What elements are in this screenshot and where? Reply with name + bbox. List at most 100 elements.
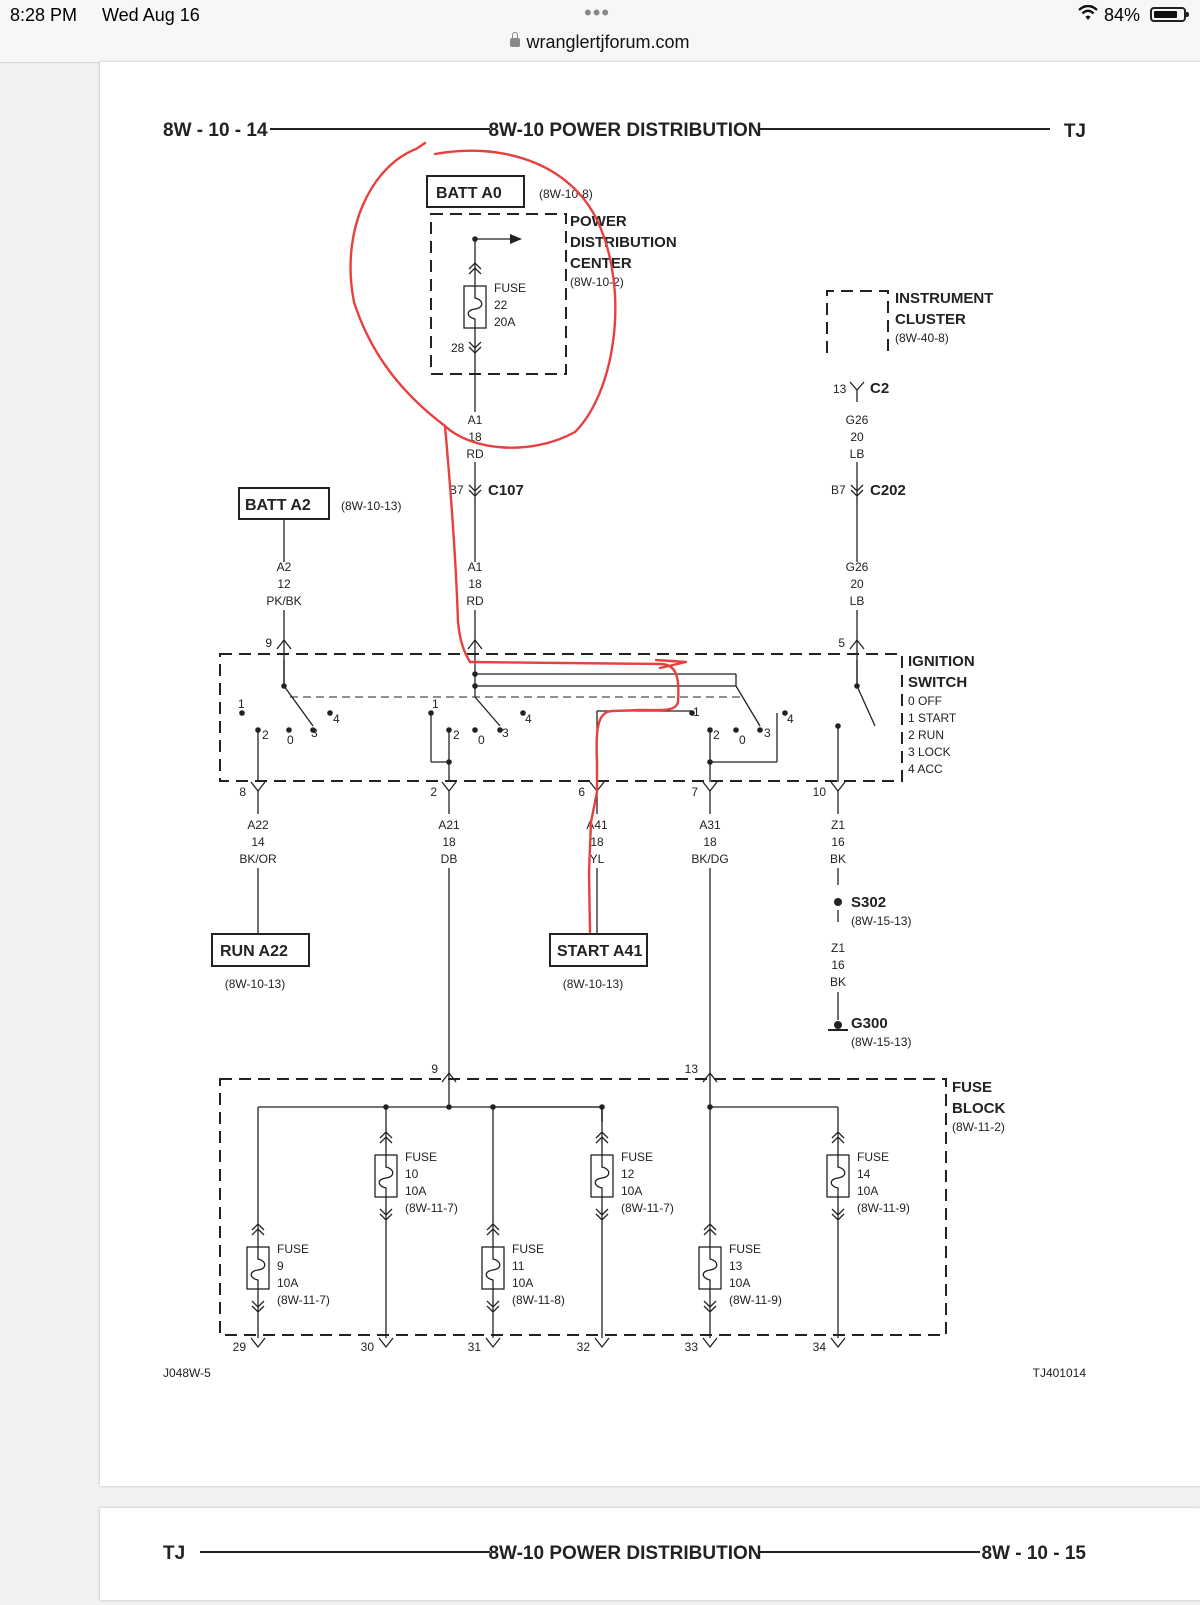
pdc-label-3: CENTER	[570, 255, 632, 272]
fuse-9-label: FUSE	[277, 1242, 309, 1256]
fuse-9-ref: (8W-11-7)	[277, 1293, 330, 1307]
red-annotation	[349, 141, 688, 934]
a2-gauge: 12	[277, 577, 291, 591]
ignition-pin-5: 5	[838, 636, 845, 650]
fuse-11-rating: 10A	[512, 1276, 533, 1290]
contact-label-s3-4: 4	[787, 712, 794, 726]
a31-circuit: A31	[699, 818, 721, 832]
s302-label: S302	[851, 894, 886, 911]
fuse-12-label: FUSE	[621, 1150, 653, 1164]
a21-color: DB	[441, 852, 458, 866]
a41-gauge: 18	[590, 835, 604, 849]
fuse-12-rating: 10A	[621, 1184, 642, 1198]
battery-percentage: 84%	[1104, 5, 1141, 25]
z1-bottom-circuit: Z1	[831, 941, 845, 955]
battery-icon	[1150, 7, 1189, 22]
fuse-9-number: 9	[277, 1259, 284, 1273]
fuse-block-enclosure	[219, 1078, 947, 1336]
pdc-enclosure	[430, 213, 567, 375]
fuse-block-pin-32: 32	[577, 1340, 591, 1354]
contact-label-s2-2: 2	[453, 728, 460, 742]
ignition-switch-enclosure	[219, 653, 903, 782]
status-time: 8:28 PM	[10, 5, 78, 25]
ground-g300-symbol	[828, 1021, 848, 1031]
next-diagram-page: TJ 8W-10 POWER DISTRIBUTION 8W - 10 - 15	[100, 1508, 1200, 1600]
start-a41-box: START A41	[549, 933, 648, 967]
svg-text:RUN A22: RUN A22	[220, 943, 288, 960]
fuse-block-label-1: FUSE	[952, 1079, 992, 1096]
ignition-pos-acc: 4 ACC	[908, 762, 943, 776]
diagram-id-left: J048W-5	[163, 1366, 211, 1380]
fuse-block-pin-30: 30	[361, 1340, 375, 1354]
fuse-13-number: 13	[729, 1259, 743, 1273]
ignition-pin-6: 6	[578, 785, 585, 799]
svg-text:BATT A2: BATT A2	[245, 497, 311, 514]
wifi-icon	[1078, 5, 1098, 20]
fuse-9-symbol	[246, 1246, 270, 1290]
next-vehicle-code: TJ	[163, 1543, 185, 1564]
fuse-block-pin-31: 31	[468, 1340, 482, 1354]
pdc-fuse-rating: 20A	[494, 315, 515, 329]
a2-color: PK/BK	[266, 594, 301, 608]
diagram-page: 8W - 10 - 14 8W-10 POWER DISTRIBUTION TJ…	[100, 62, 1200, 1486]
vehicle-code: TJ	[1064, 121, 1086, 142]
contact-label-s2-3: 3	[502, 726, 509, 740]
a1-top-circuit: A1	[468, 413, 483, 427]
a2-circuit: A2	[277, 560, 292, 574]
fuse-10-label: FUSE	[405, 1150, 437, 1164]
fuse-block-pin-33: 33	[685, 1340, 699, 1354]
s302-ref: (8W-15-13)	[851, 914, 911, 928]
fuse-11-label: FUSE	[512, 1242, 544, 1256]
lock-icon	[510, 32, 521, 47]
svg-text:START A41: START A41	[557, 943, 642, 960]
contact-label-s3-3: 3	[764, 726, 771, 740]
fuse-9-rating: 10A	[277, 1276, 298, 1290]
ignition-pin-10: 10	[813, 785, 827, 799]
address-bar[interactable]: wranglertjforum.com	[0, 32, 1200, 53]
multitask-dots-icon[interactable]: •••	[584, 0, 611, 25]
ignition-switch-label-1: IGNITION	[908, 653, 975, 670]
contact-label-s3-1: 1	[693, 705, 700, 719]
fuse-11-number: 11	[512, 1259, 525, 1273]
fuse-12-symbol	[590, 1154, 614, 1198]
ignition-switch-label-2: SWITCH	[908, 674, 967, 691]
fuse-12-number: 12	[621, 1167, 635, 1181]
browser-status-bar: 8:28 PM Wed Aug 16 ••• wranglertjforum.c…	[0, 0, 1200, 63]
contact-label-s1-2: 2	[262, 728, 269, 742]
instrument-cluster-label-1: INSTRUMENT	[895, 290, 993, 307]
fuse-block-pin-34: 34	[813, 1340, 827, 1354]
fuse-14-number: 14	[857, 1167, 871, 1181]
a21-circuit: A21	[438, 818, 460, 832]
c2-pin: 13	[833, 382, 847, 396]
g300-label: G300	[851, 1015, 888, 1032]
fuse-14-ref: (8W-11-9)	[857, 1201, 910, 1215]
fuse-block-ref: (8W-11-2)	[952, 1120, 1005, 1134]
fuse-9-column: FUSE 9 10A (8W-11-7) 29	[233, 1107, 330, 1354]
a41-color: YL	[590, 852, 605, 866]
page-title: 8W-10 POWER DISTRIBUTION	[488, 120, 761, 141]
instrument-cluster-box	[826, 290, 889, 353]
fuse-10-symbol	[374, 1154, 398, 1198]
fuse-10-number: 10	[405, 1167, 419, 1181]
batt-a0-ref: (8W-10-8)	[539, 187, 593, 201]
contact-label-s1-1: 1	[238, 697, 245, 711]
g26-top-circuit: G26	[846, 413, 869, 427]
fuse-13-symbol	[698, 1246, 722, 1290]
ignition-pin-9: 9	[265, 636, 272, 650]
pdc-pin: 28	[451, 341, 465, 355]
a1-bottom-circuit: A1	[468, 560, 483, 574]
fuse-block-pin-29: 29	[233, 1340, 247, 1354]
wiring-diagram: 8W - 10 - 14 8W-10 POWER DISTRIBUTION TJ…	[163, 120, 1086, 1380]
contact-label-s3-0: 0	[739, 733, 746, 747]
c202-pin: B7	[831, 483, 846, 497]
g26-bottom-circuit: G26	[846, 560, 869, 574]
pdc-ref: (8W-10-2)	[570, 275, 624, 289]
fuse-block-label-2: BLOCK	[952, 1100, 1005, 1117]
batt-a2-ref: (8W-10-13)	[341, 499, 401, 513]
c202-connector: C202	[870, 482, 906, 499]
contact-label-s1-4: 4	[333, 712, 340, 726]
contact-label-s1-0: 0	[287, 733, 294, 747]
